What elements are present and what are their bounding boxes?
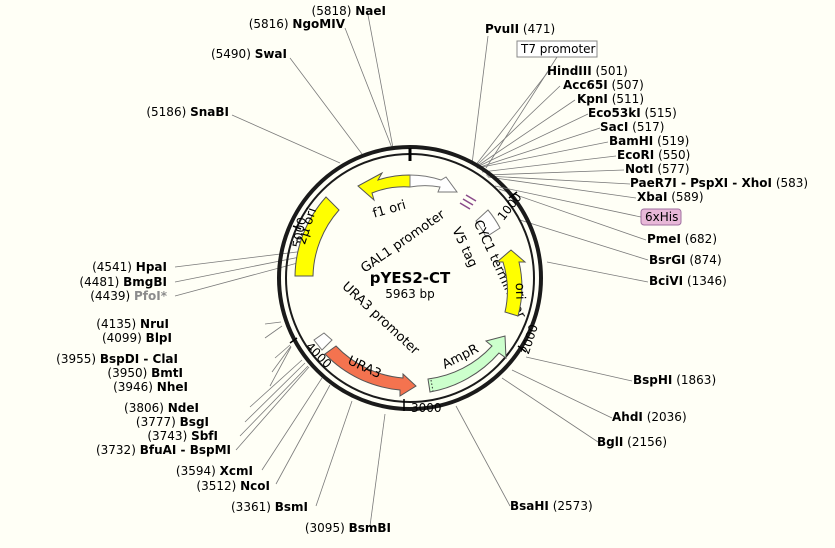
f1-ori-arrow[interactable] xyxy=(357,171,411,202)
cyc1-terminator-shape[interactable] xyxy=(475,209,501,238)
site-label[interactable]: (3512) NcoI xyxy=(196,479,270,493)
left-site-labels: (5818) NaeI (5816) NgoMIV (5490) SwaI (5… xyxy=(56,4,391,535)
ori-label: ori xyxy=(512,282,528,299)
site-label[interactable]: (3806) NdeI xyxy=(124,401,199,415)
tick-label-2000: 2000 xyxy=(518,323,541,356)
tick-label-3000: 3000 xyxy=(411,401,442,415)
ura3-arrow[interactable] xyxy=(324,345,417,397)
backbone-outer xyxy=(277,145,543,411)
site-label[interactable]: (3955) BspDI - ClaI xyxy=(56,352,178,366)
plasmid-size: 5963 bp xyxy=(385,287,435,301)
ori-arrow[interactable] xyxy=(495,249,527,317)
site-label[interactable]: PvuII (471) xyxy=(485,22,555,36)
site-label[interactable]: BspHI (1863) xyxy=(633,373,716,387)
t7-promoter-leader xyxy=(485,56,558,169)
site-label[interactable]: (3950) BmtI xyxy=(107,366,183,380)
right-site-labels: PvuII (471) HindIII (501) Acc65I (507) K… xyxy=(485,22,808,513)
site-label[interactable]: (3361) BsmI xyxy=(231,500,308,514)
site-label[interactable]: AhdI (2036) xyxy=(612,410,687,424)
site-label[interactable]: (3594) XcmI xyxy=(176,464,253,478)
six-his-leader xyxy=(494,185,642,218)
site-label[interactable]: (5816) NgoMIV xyxy=(249,17,346,31)
site-label[interactable]: PmeI (682) xyxy=(647,232,717,246)
site-leader-lines xyxy=(174,14,649,527)
gal1-promoter-arrow[interactable] xyxy=(409,174,458,193)
site-label[interactable]: HindIII (501) xyxy=(547,64,628,78)
ura3-promoter-shape[interactable] xyxy=(313,332,333,351)
site-label[interactable]: BciVI (1346) xyxy=(649,274,727,288)
site-label[interactable]: (5490) SwaI xyxy=(211,47,287,61)
site-label[interactable]: (4099) BlpI xyxy=(102,331,172,345)
plasmid-name: pYES2-CT xyxy=(370,269,451,287)
six-his-label: 6xHis xyxy=(645,210,678,224)
site-label[interactable]: XbaI (589) xyxy=(637,190,704,204)
site-label[interactable]: (4541) HpaI xyxy=(92,260,167,274)
two-mu-ori-arrow[interactable] xyxy=(294,196,340,277)
site-label[interactable]: Eco53kI (515) xyxy=(588,106,677,120)
site-label[interactable]: PaeR7I - PspXI - XhoI (583) xyxy=(630,176,808,190)
site-label[interactable]: Acc65I (507) xyxy=(563,78,644,92)
site-label[interactable]: NotI (577) xyxy=(625,162,690,176)
site-label[interactable]: (3095) BsmBI xyxy=(305,521,391,535)
site-label[interactable]: SacI (517) xyxy=(600,120,664,134)
site-label[interactable]: BglI (2156) xyxy=(597,435,667,449)
site-label[interactable]: (3946) NheI xyxy=(113,380,188,394)
site-label[interactable]: EcoRI (550) xyxy=(617,148,690,162)
site-label[interactable]: (3743) SbfI xyxy=(147,429,218,443)
f1-ori-label: f1 ori xyxy=(371,198,408,222)
site-label[interactable]: BsaHI (2573) xyxy=(510,499,593,513)
ampr-arrow[interactable] xyxy=(427,335,507,393)
site-label[interactable]: (4135) NruI xyxy=(96,317,169,331)
site-label[interactable]: KpnI (511) xyxy=(577,92,644,106)
site-label[interactable]: BsrGI (874) xyxy=(649,253,722,267)
site-label[interactable]: (5186) SnaBI xyxy=(146,105,229,119)
kb-ticks xyxy=(289,191,527,411)
v5-tag-marker[interactable] xyxy=(459,194,477,210)
t7-promoter-label: T7 promoter xyxy=(520,42,596,56)
site-label[interactable]: BamHI (519) xyxy=(609,134,689,148)
gal1-promoter-label: GAL1 promoter xyxy=(358,207,448,276)
site-label[interactable]: (3732) BfuAI - BspMI xyxy=(96,443,231,457)
site-label[interactable]: (4439) PfoI* xyxy=(90,289,167,303)
site-label[interactable]: (5818) NaeI xyxy=(312,4,386,18)
site-label[interactable]: (3777) BsgI xyxy=(136,415,209,429)
site-label[interactable]: (4481) BmgBI xyxy=(79,275,167,289)
